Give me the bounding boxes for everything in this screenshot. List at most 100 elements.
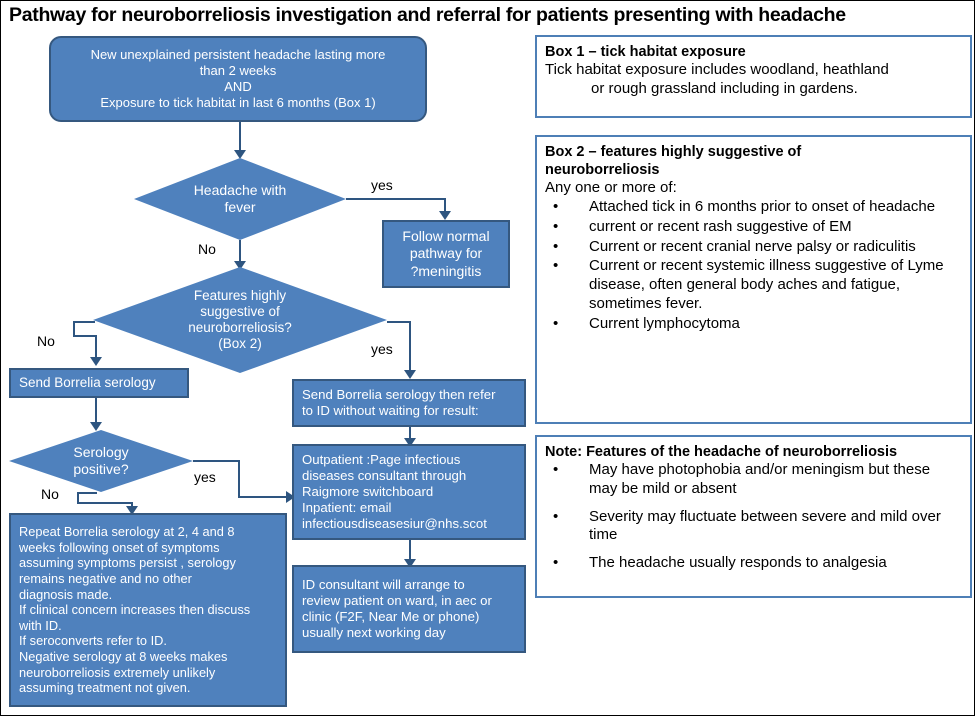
repeat-line-8: If seroconverts refer to ID. <box>19 633 167 649</box>
info-panel-note: Note: Features of the headache of neurob… <box>535 435 972 598</box>
connector-serology-to-decision <box>95 398 97 424</box>
arrowhead-refer-to-contact <box>404 438 416 447</box>
edge-label-features-yes: yes <box>371 341 393 357</box>
connector-serology-no-v2 <box>131 502 133 509</box>
review-line-2: review patient on ward, in aec or <box>302 592 492 608</box>
send-serology-label: Send Borrelia serology <box>19 374 156 390</box>
flow-decision-features: Features highly suggestive of neuroborre… <box>93 267 387 373</box>
repeat-line-2: weeks following onset of symptoms <box>19 539 220 555</box>
flow-decision-serology-positive: Serology positive? <box>9 430 193 492</box>
connector-serology-no-h2 <box>77 502 133 504</box>
meningitis-line-2: pathway for <box>409 245 483 262</box>
connector-features-no-h2 <box>73 335 97 337</box>
edge-label-fever-yes: yes <box>371 177 393 193</box>
meningitis-line-3: ?meningitis <box>410 262 482 279</box>
connector-serology-no-v1 <box>77 492 79 504</box>
note-item-text: May have photophobia and/or meningism bu… <box>589 461 931 497</box>
decision-serology-line-2: positive? <box>73 461 129 477</box>
arrowhead-contact-to-review <box>404 559 416 568</box>
connector-start-to-fever <box>239 122 241 152</box>
arrowhead-serology-to-decision <box>90 422 102 431</box>
contact-line-4: Inpatient: email <box>302 500 392 516</box>
connector-fever-no-v <box>239 240 241 264</box>
review-line-3: clinic (F2F, Near Me or phone) <box>302 609 480 624</box>
note-bullet-list: • May have photophobia and/or meningism … <box>545 461 962 573</box>
connector-fever-yes-h <box>346 198 446 200</box>
box2-list-item: • Current lymphocytoma <box>545 315 962 334</box>
decision-features-line-3: neuroborreliosis? <box>188 320 292 335</box>
arrowhead-features-yes <box>404 370 416 379</box>
box1-line-2: or rough grassland including in gardens. <box>591 79 858 97</box>
repeat-line-7: with ID. <box>19 617 62 633</box>
note-list-item: • Severity may fluctuate between severe … <box>545 508 962 546</box>
flow-node-id-review: ID consultant will arrange to review pat… <box>292 565 526 653</box>
note-list-item: • May have photophobia and/or meningism … <box>545 461 962 499</box>
edge-label-serology-yes: yes <box>194 469 216 485</box>
decision-fever-line-1: Headache with <box>193 182 287 199</box>
bullet-icon: • <box>553 461 559 479</box>
connector-contact-to-review <box>409 540 411 562</box>
bullet-icon: • <box>553 257 559 275</box>
page-title: Pathway for neuroborreliosis investigati… <box>9 4 846 26</box>
info-panel-box1: Box 1 – tick habitat exposure Tick habit… <box>535 35 972 118</box>
connector-features-no-v1 <box>73 321 75 336</box>
decision-features-line-4: (Box 2) <box>218 336 262 352</box>
flow-node-refer-id: Send Borrelia serology then refer to ID … <box>292 379 526 427</box>
connector-refer-to-contact <box>409 427 411 441</box>
box2-heading-line-1: Box 2 – features highly suggestive of <box>545 144 802 160</box>
flow-node-meningitis-pathway: Follow normal pathway for ?meningitis <box>382 220 510 288</box>
bullet-icon: • <box>553 554 559 572</box>
repeat-line-1: Repeat Borrelia serology at 2, 4 and 8 <box>19 524 235 540</box>
meningitis-line-1: Follow normal <box>402 228 490 245</box>
review-line-1: ID consultant will arrange to <box>302 576 465 592</box>
contact-line-2: diseases consultant through <box>302 467 467 483</box>
start-line-3: AND <box>224 79 252 94</box>
connector-fever-yes-v <box>444 198 446 215</box>
start-line-2: than 2 weeks <box>199 63 277 79</box>
bullet-icon: • <box>553 237 559 255</box>
bullet-icon: • <box>553 198 559 215</box>
box1-heading: Box 1 – tick habitat exposure <box>545 44 746 60</box>
bullet-icon: • <box>553 217 559 235</box>
review-line-4: usually next working day <box>302 625 446 641</box>
connector-serology-no-h <box>77 492 97 494</box>
start-line-1: New unexplained persistent headache last… <box>90 47 386 63</box>
connector-features-no-v2 <box>95 335 97 360</box>
repeat-line-5: diagnosis made. <box>19 586 113 602</box>
arrowhead-fever-no <box>234 261 246 270</box>
refer-line-1: Send Borrelia serology then refer <box>302 386 496 402</box>
arrowhead-serology-no <box>126 506 138 515</box>
bullet-icon: • <box>553 507 559 525</box>
edge-label-fever-no: No <box>198 241 216 257</box>
flow-node-start: New unexplained persistent headache last… <box>49 36 427 122</box>
decision-fever-line-2: fever <box>224 199 256 215</box>
connector-serology-yes-h1 <box>193 460 240 462</box>
bullet-icon: • <box>553 314 559 332</box>
repeat-line-9: Negative serology at 8 weeks makes <box>19 649 228 665</box>
contact-line-3: Raigmore switchboard <box>302 483 434 499</box>
contact-line-5: infectiousdiseasesiur@nhs.scot <box>302 516 487 532</box>
note-item-text: Severity may fluctuate between severe an… <box>589 507 941 544</box>
box2-item-text: Current or recent cranial nerve palsy or… <box>589 237 916 255</box>
decision-fever-label: Headache with fever <box>134 158 346 240</box>
box2-intro: Any one or more of: <box>545 179 677 197</box>
decision-serology-line-1: Serology <box>73 444 129 461</box>
repeat-line-4: remains negative and no other <box>19 570 192 586</box>
repeat-line-10: neuroborreliosis extremely unlikely <box>19 664 216 680</box>
box2-list-item: • Current or recent cranial nerve palsy … <box>545 238 962 257</box>
contact-line-1: Outpatient :Page infectious <box>302 451 461 467</box>
box1-line-1: Tick habitat exposure includes woodland,… <box>545 61 889 79</box>
note-list-item: • The headache usually responds to analg… <box>545 554 962 573</box>
box2-list-item: • Attached tick in 6 months prior to ons… <box>545 198 962 217</box>
decision-features-line-2: suggestive of <box>200 303 280 319</box>
edge-label-features-no: No <box>37 333 55 349</box>
repeat-line-3: assuming symptoms persist , serology <box>19 555 236 571</box>
box2-heading-line-2: neuroborreliosis <box>545 162 660 179</box>
arrowhead-start-to-fever <box>234 150 246 159</box>
box2-list-item: • current or recent rash suggestive of E… <box>545 218 962 237</box>
flow-node-repeat-serology: Repeat Borrelia serology at 2, 4 and 8 w… <box>9 513 287 707</box>
flow-node-send-serology: Send Borrelia serology <box>9 368 189 398</box>
flow-decision-headache-fever: Headache with fever <box>134 158 346 240</box>
note-heading: Note: Features of the headache of neurob… <box>545 444 898 460</box>
